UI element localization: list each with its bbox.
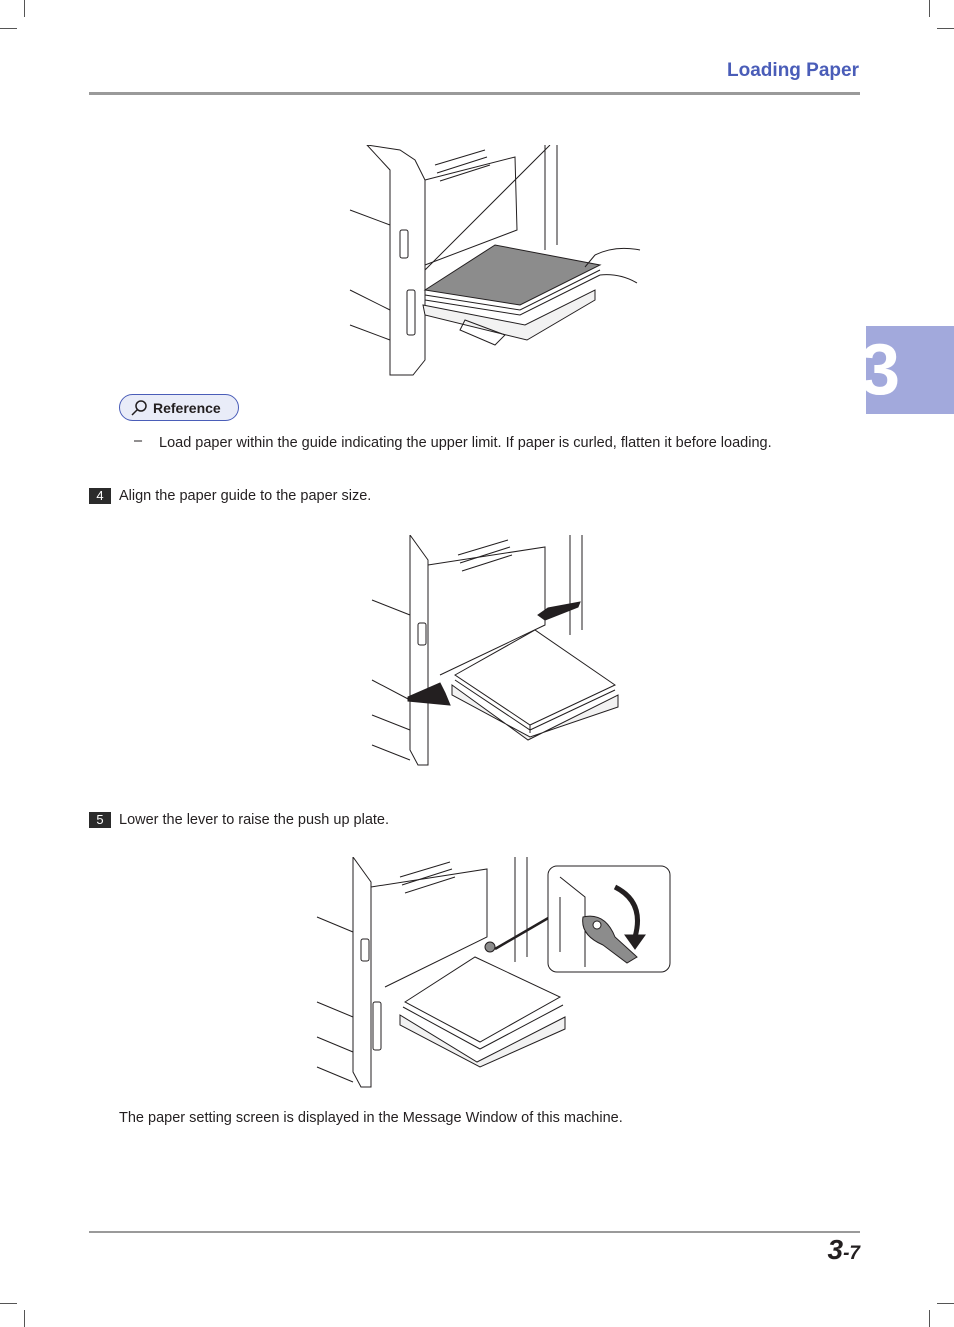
list-bullet: – bbox=[134, 433, 143, 449]
crop-mark bbox=[24, 0, 25, 17]
step-text: Align the paper guide to the paper size. bbox=[119, 488, 372, 504]
crop-mark bbox=[929, 0, 930, 17]
crop-mark bbox=[24, 1310, 25, 1327]
page-number: 3-7 bbox=[828, 1234, 860, 1266]
step-text: Lower the lever to raise the push up pla… bbox=[119, 812, 390, 828]
step-number: 5 bbox=[89, 812, 111, 828]
lever-lowering-illustration bbox=[316, 857, 671, 1088]
crop-mark bbox=[937, 28, 954, 29]
page-index: -7 bbox=[843, 1243, 860, 1264]
reference-item-text: Load paper within the guide indicating t… bbox=[159, 435, 772, 451]
chapter-tab: 3 bbox=[866, 326, 954, 414]
reference-badge: Reference bbox=[119, 394, 239, 421]
crop-mark bbox=[937, 1303, 954, 1304]
step-4: 4 Align the paper guide to the paper siz… bbox=[89, 488, 371, 504]
page-chapter: 3 bbox=[827, 1234, 844, 1265]
paper-loading-hand-illustration bbox=[349, 145, 641, 376]
result-note: The paper setting screen is displayed in… bbox=[119, 1110, 623, 1126]
step-number: 4 bbox=[89, 488, 111, 504]
reference-label: Reference bbox=[153, 399, 221, 416]
page-title: Loading Paper bbox=[727, 60, 859, 81]
crop-mark bbox=[0, 28, 17, 29]
crop-mark bbox=[0, 1303, 17, 1304]
step-5: 5 Lower the lever to raise the push up p… bbox=[89, 812, 389, 828]
footer-rule bbox=[89, 1231, 860, 1233]
crop-mark bbox=[929, 1310, 930, 1327]
paper-guide-arrows-illustration bbox=[371, 535, 619, 766]
header-rule bbox=[89, 92, 860, 95]
magnifier-icon bbox=[131, 399, 147, 416]
